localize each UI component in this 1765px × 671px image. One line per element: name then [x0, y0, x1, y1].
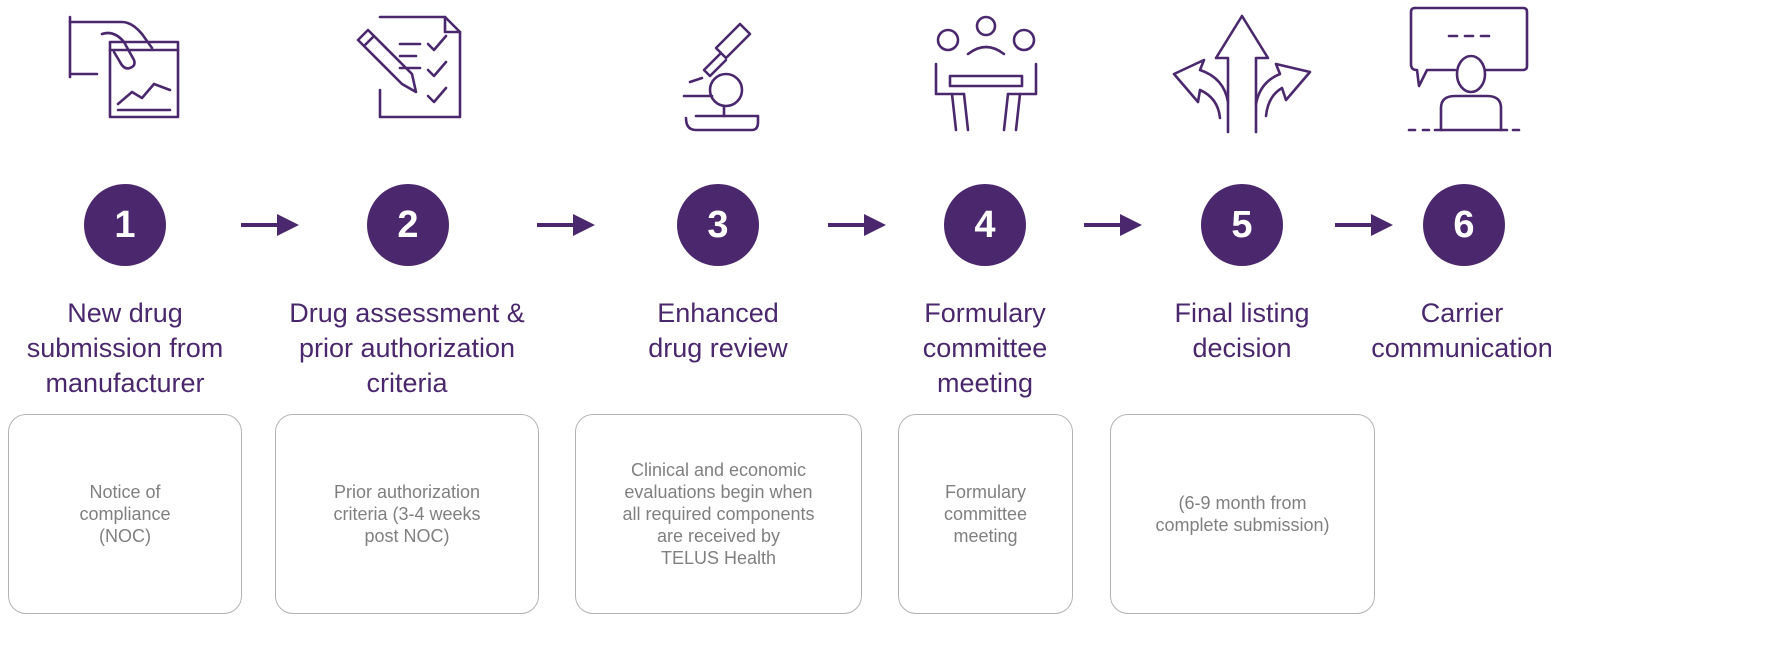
step-5-number: 5	[1201, 184, 1283, 266]
step-2-title: Drug assessment & prior authorization cr…	[289, 298, 525, 398]
step-3-title: Enhanced drug review	[648, 298, 788, 363]
step-5-note: (6-9 month from complete submission)	[1155, 493, 1330, 535]
hand-chart-icon	[62, 12, 187, 122]
step-5-title: Final listing decision	[1174, 298, 1310, 363]
step-6-title: Carrier communication	[1371, 298, 1553, 363]
checklist-pen-icon	[350, 12, 470, 122]
step-1-title: New drug submission from manufacturer	[26, 298, 224, 398]
step-3-number: 3	[677, 184, 759, 266]
step-4-title: Formulary committee meeting	[922, 298, 1048, 398]
step-1-note: Notice of compliance (NOC)	[79, 482, 171, 546]
arrow-right-icon	[1084, 212, 1142, 243]
step-3-note-box: Clinical and economic evaluations begin …	[575, 414, 862, 614]
arrow-right-icon	[1335, 212, 1393, 243]
step-5-note-box: (6-9 month from complete submission)	[1110, 414, 1375, 614]
step-1-number: 1	[84, 184, 166, 266]
step-1-note-box: Notice of compliance (NOC)	[8, 414, 242, 614]
speech-person-icon	[1405, 4, 1529, 136]
step-4-number: 4	[944, 184, 1026, 266]
arrow-right-icon	[241, 212, 299, 243]
arrow-right-icon	[537, 212, 595, 243]
step-2-note-box: Prior authorization criteria (3-4 weeks …	[275, 414, 539, 614]
step-2-note: Prior authorization criteria (3-4 weeks …	[333, 482, 481, 546]
meeting-icon	[930, 14, 1042, 134]
microscope-icon	[676, 18, 766, 138]
step-6-number: 6	[1423, 184, 1505, 266]
arrow-right-icon	[828, 212, 886, 243]
step-4-note: Formulary committee meeting	[943, 482, 1028, 546]
step-4-note-box: Formulary committee meeting	[898, 414, 1073, 614]
step-2-number: 2	[367, 184, 449, 266]
step-3-note: Clinical and economic evaluations begin …	[622, 460, 815, 568]
decision-arrows-icon	[1170, 12, 1314, 134]
